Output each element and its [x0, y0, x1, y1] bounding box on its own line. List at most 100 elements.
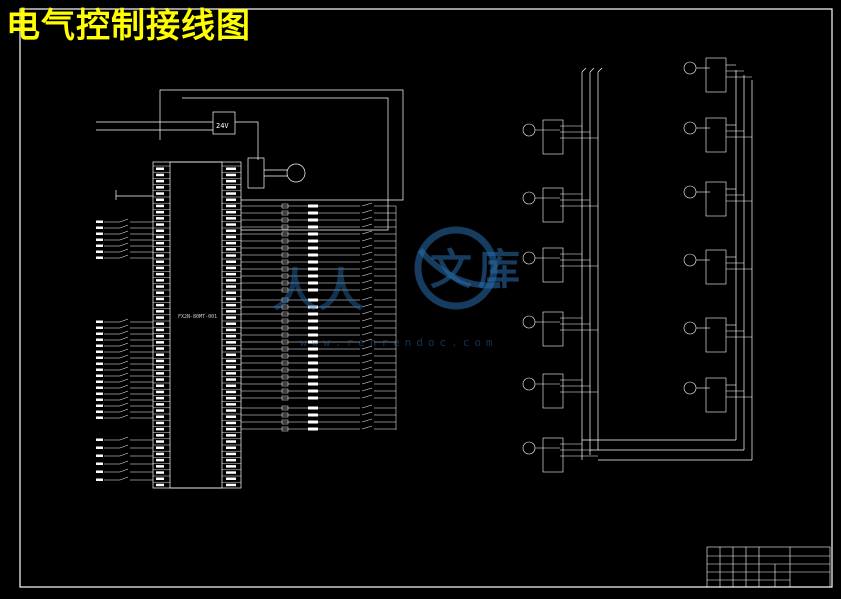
input-tag	[96, 256, 103, 259]
plc-input-tag	[156, 446, 164, 449]
input-switch-contact	[119, 468, 129, 473]
plc-input-tag	[156, 465, 164, 468]
motor-icon	[683, 61, 697, 75]
starter-box	[705, 181, 727, 217]
input-switch-contact	[119, 452, 129, 457]
output-contact	[361, 296, 373, 301]
input-switch-contact	[119, 408, 129, 413]
plc-input-tag	[156, 434, 164, 437]
motor-icon	[522, 441, 536, 455]
output-tag	[308, 288, 318, 292]
input-switch-contact	[119, 444, 129, 449]
plc-output-tag	[226, 353, 236, 356]
plc-output-tag	[226, 322, 236, 325]
output-tag	[308, 253, 318, 257]
output-relay	[281, 203, 289, 209]
input-switch-contact	[119, 218, 129, 223]
plc-output-tag	[226, 440, 236, 443]
motor-starters	[522, 57, 752, 473]
plc-output-tag	[226, 396, 236, 400]
plc-output-tag	[226, 297, 236, 301]
output-relay	[281, 297, 289, 303]
plc-output-tag	[226, 217, 236, 220]
output-contact	[361, 202, 373, 207]
input-tag	[96, 386, 103, 389]
feedback-wire	[159, 89, 404, 201]
starter-box	[705, 377, 727, 413]
output-tag	[308, 232, 318, 236]
plc-output-tag	[226, 452, 236, 456]
plc-terminal-rows	[153, 165, 241, 487]
plc-input-tag	[156, 403, 164, 406]
plc-input-tag	[156, 378, 164, 381]
plc-output-tag	[226, 384, 236, 387]
plc-output-tag	[226, 378, 236, 381]
plc-input-tag	[156, 310, 164, 313]
plc-output-tag	[226, 167, 236, 170]
plc-output-tag	[226, 434, 236, 437]
output-circuits	[241, 202, 397, 432]
plc-output-tag	[226, 316, 236, 319]
output-tag	[308, 368, 318, 372]
input-switch-contact	[119, 348, 129, 353]
watermark-swoosh-icon	[417, 248, 501, 289]
output-contact	[361, 258, 373, 263]
starter-box	[705, 117, 727, 153]
supply-out-wire	[235, 121, 259, 160]
plc-output-tag	[226, 248, 236, 251]
input-tag	[96, 410, 103, 413]
output-relay	[281, 318, 289, 324]
plc-input-tag	[156, 477, 164, 480]
input-tag	[96, 326, 103, 329]
plc-output-tag	[226, 241, 236, 245]
motor-circle	[286, 163, 306, 183]
plc-output-tag	[226, 210, 236, 214]
plc-input-tag	[156, 254, 164, 257]
plc-input-tag	[156, 204, 164, 208]
plc-output-tag	[226, 365, 236, 369]
plc-output-tag	[226, 254, 236, 257]
watermark-url: www.renrendoc.com	[300, 336, 498, 349]
plc-input-tag	[156, 192, 164, 195]
motor-icon	[683, 121, 697, 135]
input-switch-contact	[119, 366, 129, 371]
plc-input-tag	[156, 229, 164, 232]
input-switch-contact	[119, 248, 129, 253]
plc-input-tag	[156, 427, 164, 431]
plc-input-tag	[156, 334, 164, 338]
motor-icon	[522, 191, 536, 205]
plc-output-tag	[226, 359, 236, 363]
output-relay	[281, 367, 289, 373]
starter-box	[542, 311, 564, 347]
output-tag	[308, 225, 318, 229]
output-tag	[308, 239, 318, 243]
plc-input-tag	[156, 396, 164, 400]
input-switch-contact	[119, 414, 129, 419]
plc-input-tag	[156, 173, 164, 177]
plc-input-tag	[156, 291, 164, 294]
plc-output-tag	[226, 266, 236, 270]
input-tag	[96, 320, 103, 323]
input-tag	[96, 446, 103, 449]
plc-output-tag	[226, 477, 236, 480]
output-relay	[281, 412, 289, 418]
output-contact	[361, 310, 373, 315]
output-relay	[281, 238, 289, 244]
plc-output-tag	[226, 229, 236, 232]
input-switch-contact	[119, 330, 129, 335]
plc-input-tag	[156, 260, 164, 263]
output-relay	[281, 339, 289, 345]
input-switch-contact	[119, 224, 129, 229]
output-contact	[361, 286, 373, 291]
output-tag	[308, 413, 318, 417]
output-relay	[281, 388, 289, 394]
input-switch-contact	[119, 372, 129, 377]
plc-output-tag	[226, 334, 236, 338]
output-tag	[308, 361, 318, 365]
output-contact	[361, 265, 373, 270]
plc-output-tag	[226, 173, 236, 177]
input-switch-contact	[119, 384, 129, 389]
plc-output-tag	[226, 471, 236, 474]
input-tag	[96, 374, 103, 377]
